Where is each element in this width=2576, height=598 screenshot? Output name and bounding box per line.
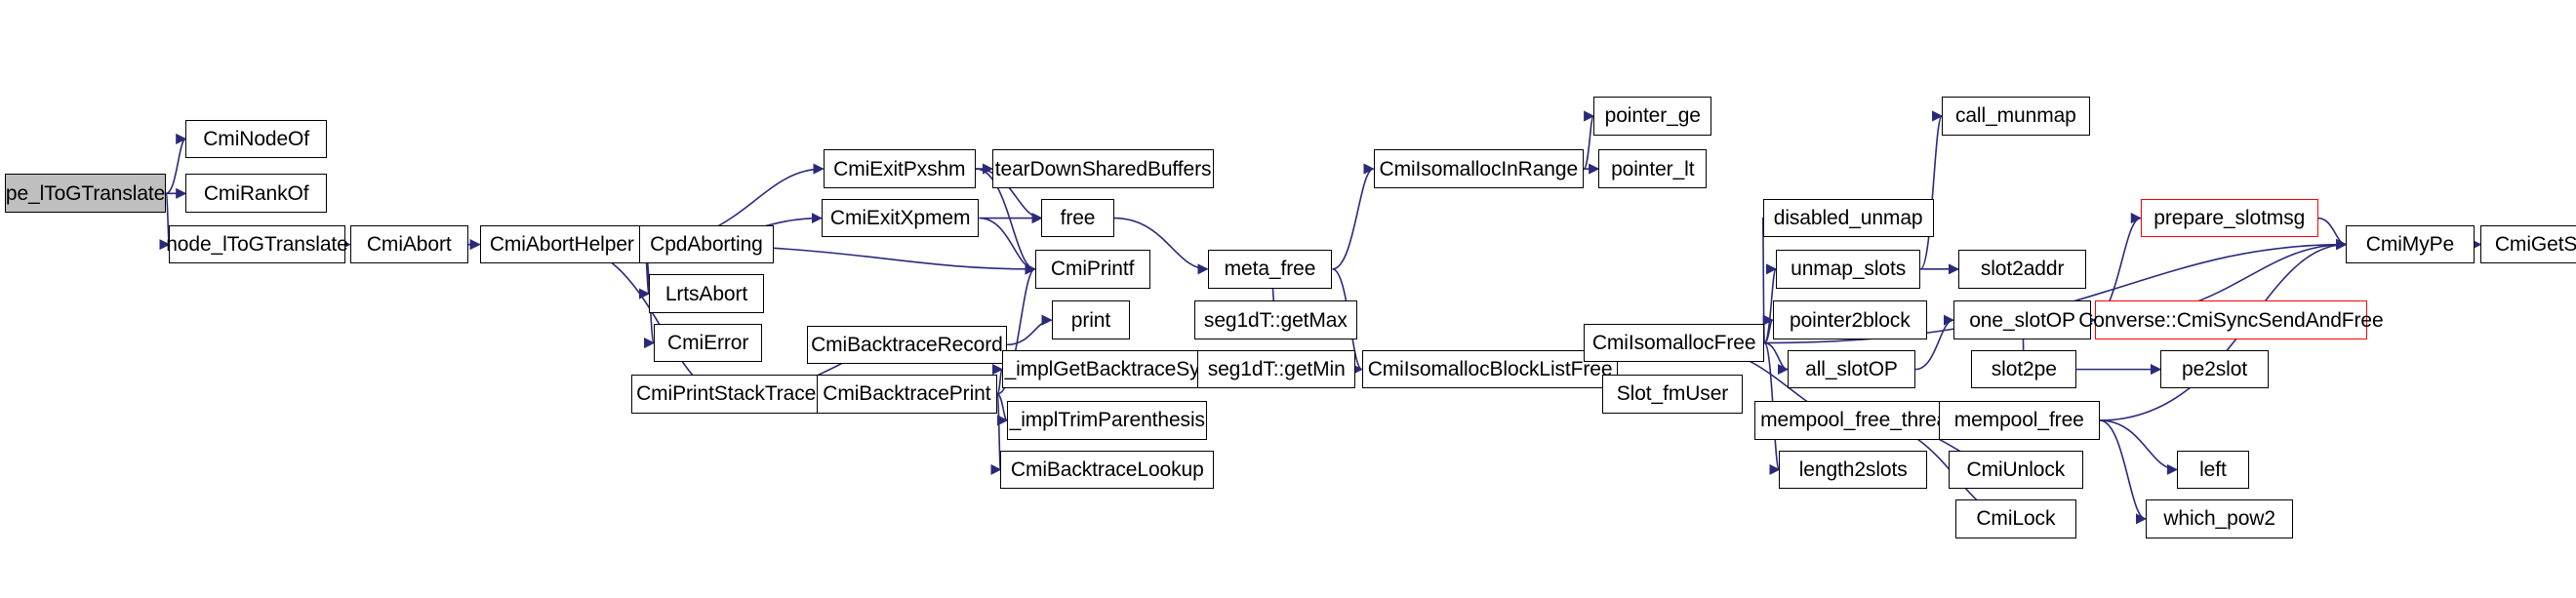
edge-mempool_free-to-left xyxy=(2099,419,2178,475)
graph-node-free[interactable]: free xyxy=(1041,198,1114,238)
graph-node-slot2addr[interactable]: slot2addr xyxy=(1957,250,2087,289)
graph-node-_implTrimParenthesis[interactable]: _implTrimParenthesis xyxy=(1007,401,1208,440)
graph-node-meta_free[interactable]: meta_free xyxy=(1207,250,1333,289)
edge-mempool_free-to-which_pow2 xyxy=(2099,419,2147,525)
edge-CmiBacktraceRecord-to-print xyxy=(1007,314,1053,346)
graph-node-CmiAbortHelper[interactable]: CmiAbortHelper xyxy=(479,224,644,264)
graph-node-seg1dTgetMin[interactable]: seg1dT::getMin xyxy=(1197,349,1356,389)
graph-node-pointer_ge[interactable]: pointer_ge xyxy=(1593,97,1712,136)
graph-node-one_slotOP[interactable]: one_slotOP xyxy=(1952,300,2092,339)
graph-node-left[interactable]: left xyxy=(2176,450,2249,490)
edge-CmiAbortHelper-to-CmiPrintStackTrace xyxy=(561,243,728,400)
graph-node-CmiIsomallocBlockListFree[interactable]: CmiIsomallocBlockListFree xyxy=(1361,349,1619,389)
edge-unmap_slots-to-call_munmap xyxy=(1919,110,1944,270)
edge-meta_free-to-CmiIsomallocInRange xyxy=(1332,163,1375,270)
graph-node-disabled_unmap[interactable]: disabled_unmap xyxy=(1762,198,1934,238)
graph-node-pointer2block[interactable]: pointer2block xyxy=(1772,300,1927,339)
graph-node-CmiAbort[interactable]: CmiAbort xyxy=(349,224,468,264)
edge-CmiIsomallocFree-to-pointer2block xyxy=(1762,314,1774,344)
graph-node-mempool_free_thread[interactable]: mempool_free_thread xyxy=(1754,401,1965,440)
graph-node-which_pow2[interactable]: which_pow2 xyxy=(2145,499,2294,538)
graph-node-CmiIsomallocInRange[interactable]: CmiIsomallocInRange xyxy=(1373,149,1585,188)
graph-node-CmiBacktraceRecord[interactable]: CmiBacktraceRecord xyxy=(806,325,1008,365)
graph-node-CmiNodeOf[interactable]: CmiNodeOf xyxy=(185,119,328,159)
graph-node-pe_lToGTranslate[interactable]: pe_lToGTranslate xyxy=(5,174,167,214)
graph-node-CmiLock[interactable]: CmiLock xyxy=(1954,499,2077,538)
graph-node-CmiExitXpmem[interactable]: CmiExitXpmem xyxy=(821,198,980,238)
graph-node-tearDownSharedBuffers[interactable]: tearDownSharedBuffers xyxy=(991,149,1215,188)
graph-node-CmiRankOf[interactable]: CmiRankOf xyxy=(185,174,328,214)
graph-node-CmiBacktraceLookup[interactable]: CmiBacktraceLookup xyxy=(1000,450,1215,490)
edge-CmiIsomallocFree-to-all_slotOP xyxy=(1764,341,1789,376)
graph-node-CmiUnlock[interactable]: CmiUnlock xyxy=(1948,450,2083,490)
graph-node-CmiExitPxshm[interactable]: CmiExitPxshm xyxy=(823,149,977,188)
graph-node-LrtsAbort[interactable]: LrtsAbort xyxy=(649,274,764,313)
graph-node-_implGetBacktraceSys[interactable]: _implGetBacktraceSys xyxy=(1002,349,1213,389)
graph-node-CmiGetState[interactable]: CmiGetState xyxy=(2480,224,2576,264)
graph-node-pointer_lt[interactable]: pointer_lt xyxy=(1598,149,1708,188)
graph-node-prepare_slotmsg[interactable]: prepare_slotmsg xyxy=(2140,198,2318,238)
graph-node-all_slotOP[interactable]: all_slotOP xyxy=(1787,349,1916,389)
edge-CmiBacktracePrint-to-_implTrimParenthesis xyxy=(996,393,1009,426)
graph-node-pe2slot[interactable]: pe2slot xyxy=(2160,349,2270,389)
graph-node-node_lToGTranslate[interactable]: node_lToGTranslate xyxy=(166,224,348,264)
edge-CmiExitXpmem-to-CmiPrintf xyxy=(979,217,1036,275)
graph-node-CmiBacktracePrint[interactable]: CmiBacktracePrint xyxy=(816,375,997,414)
graph-node-CmiError[interactable]: CmiError xyxy=(654,323,763,363)
edge-CmiIsomallocInRange-to-pointer_ge xyxy=(1583,110,1595,170)
graph-node-ConverseCmiSyncSendAndFree[interactable]: Converse::CmiSyncSendAndFree xyxy=(2078,300,2384,339)
edge-pe_lToGTranslate-to-CmiNodeOf xyxy=(165,133,187,195)
graph-node-length2slots[interactable]: length2slots xyxy=(1779,450,1927,490)
graph-node-CpdAborting[interactable]: CpdAborting xyxy=(638,224,774,264)
graph-node-Slot_fmUser[interactable]: Slot_fmUser xyxy=(1601,375,1744,414)
graph-node-seg1dTgetMax[interactable]: seg1dT::getMax xyxy=(1194,300,1357,339)
graph-node-CmiPrintStackTrace[interactable]: CmiPrintStackTrace xyxy=(630,375,822,414)
graph-node-CmiIsomallocFree[interactable]: CmiIsomallocFree xyxy=(1584,323,1765,363)
edge-prepare_slotmsg-to-CmiMyPe xyxy=(2317,217,2348,251)
graph-node-slot2pe[interactable]: slot2pe xyxy=(1971,349,2077,389)
graph-node-print[interactable]: print xyxy=(1051,300,1131,339)
graph-node-call_munmap[interactable]: call_munmap xyxy=(1942,97,2090,136)
graph-node-unmap_slots[interactable]: unmap_slots xyxy=(1776,250,1921,289)
graph-node-CmiMyPe[interactable]: CmiMyPe xyxy=(2346,224,2475,264)
graph-node-CmiPrintf[interactable]: CmiPrintf xyxy=(1034,250,1150,289)
graph-node-mempool_free[interactable]: mempool_free xyxy=(1938,401,2100,440)
